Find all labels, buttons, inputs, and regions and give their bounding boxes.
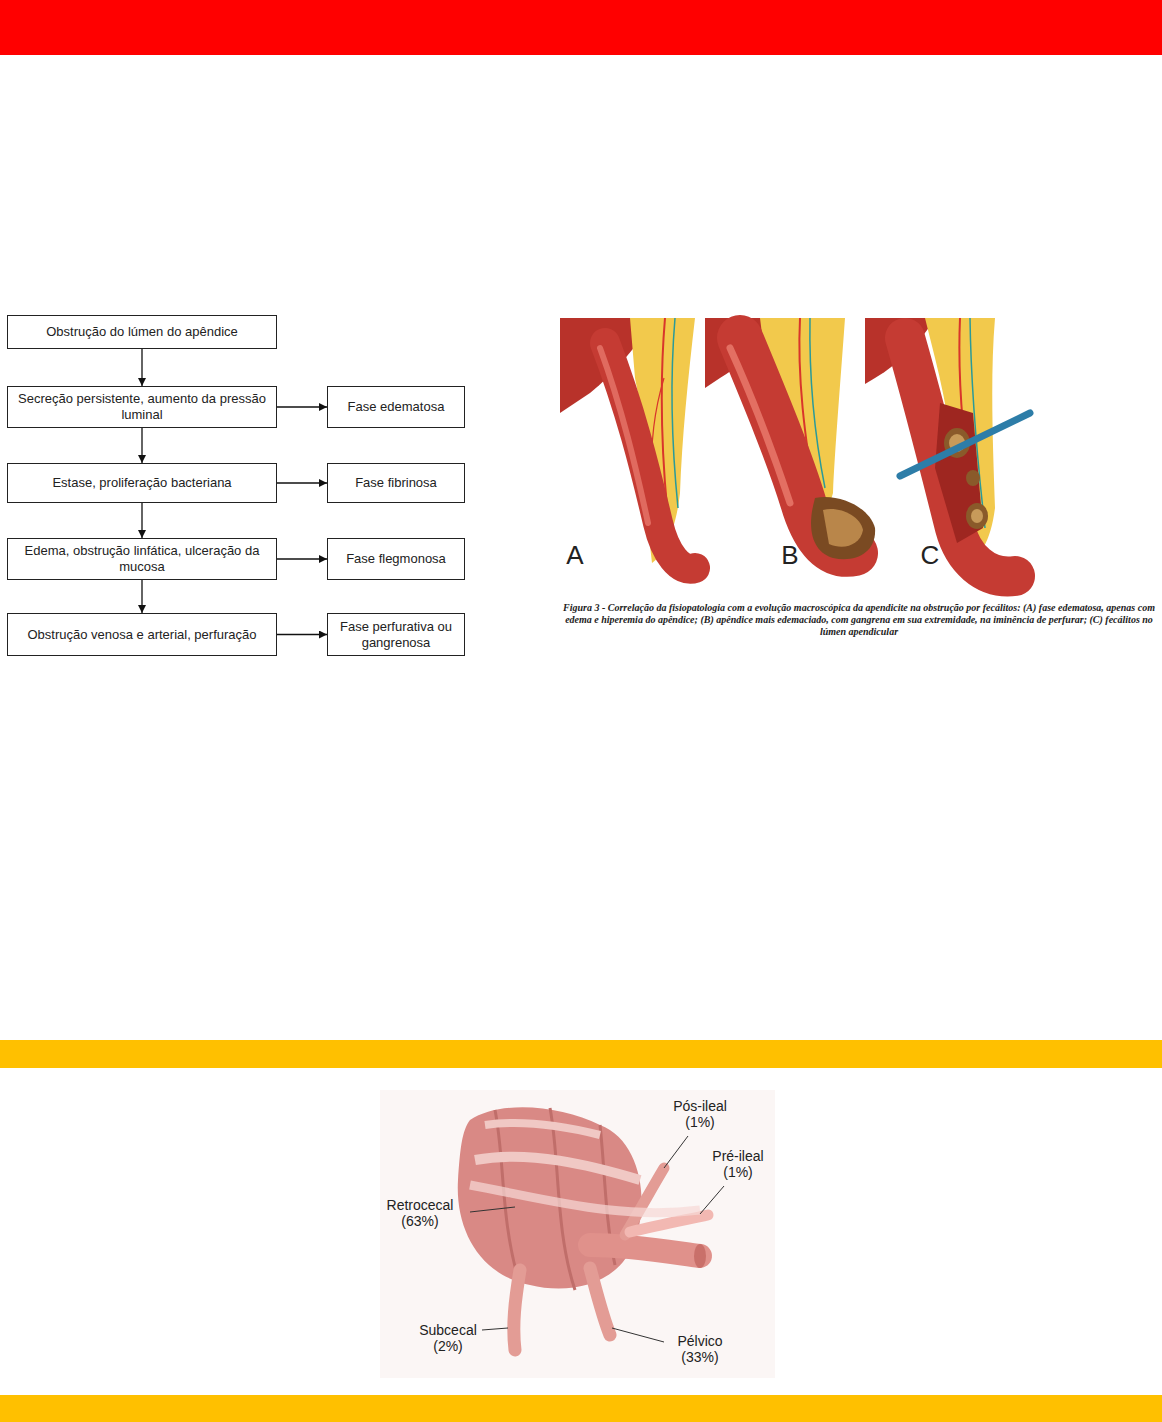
process-box: Obstrução venosa e arterial, perfuração [7,613,277,656]
appendix-a-part [600,348,648,523]
appendix-b-part [730,348,790,503]
box-label: Obstrução venosa e arterial, perfuração [27,627,256,643]
appendix-c-part [966,503,988,529]
flow-arrow [141,428,142,463]
panel-letter: B [770,540,810,570]
flow-arrow [277,558,327,559]
appendix-c-part [905,338,1015,576]
cecum-illustration-part [475,1157,640,1180]
appendix-a-part [672,318,678,508]
position-label: Retrocecal (63%) [376,1197,464,1229]
phase-box: Fase perfurativa ou gangrenosa [327,613,465,656]
flow-arrow [141,580,142,613]
appendix-c-part [971,509,983,523]
panel-letter: C [910,540,950,570]
cecum-illustration-part [630,1215,708,1232]
appendix-b-part [811,497,875,559]
band [0,1395,1162,1422]
appendix-a-part [605,343,695,569]
process-box: Obstrução do lúmen do apêndice [7,315,277,349]
top-bar [0,0,1162,55]
panel-letter: A [555,540,595,570]
leader-line-part [700,1186,724,1214]
cecum-illustration-part [590,1245,700,1256]
appendix-c [865,318,1030,576]
appendix-c-part [900,413,1030,476]
leader-line-part [664,1136,688,1168]
cecum-illustration-part [514,1270,520,1350]
box-label: Edema, obstrução linfática, ulceração da… [14,543,270,575]
box-label: Fase perfurativa ou gangrenosa [334,619,458,651]
figure-caption: Figura 3 - Correlação da fisiopatologia … [560,602,1158,638]
position-label: Subcecal (2%) [408,1322,488,1354]
cecum-illustration-part [590,1268,610,1335]
box-label: Estase, proliferação bacteriana [52,475,231,491]
box-label: Obstrução do lúmen do apêndice [46,324,238,340]
flow-arrow [141,349,142,386]
appendix-c-part [935,403,983,543]
process-box: Edema, obstrução linfática, ulceração da… [7,538,277,580]
band [0,1040,1162,1068]
phase-box: Fase fibrinosa [327,463,465,503]
flow-arrow [277,634,327,635]
cecum-illustration-part [485,1123,600,1135]
phase-box: Fase flegmonosa [327,538,465,580]
position-label: Pré-ileal (1%) [696,1148,780,1180]
box-label: Fase flegmonosa [346,551,446,567]
appendix-c-part [966,470,980,486]
leader-line-part [482,1328,508,1330]
flow-arrow [141,503,142,538]
leader-line-part [470,1207,515,1212]
box-label: Fase fibrinosa [355,475,437,491]
cecum-illustration-part [380,1090,775,1378]
position-label: Pélvico (33%) [662,1333,738,1365]
box-label: Fase edematosa [348,399,445,415]
process-box: Secreção persistente, aumento da pressão… [7,386,277,428]
position-label: Pós-ileal (1%) [658,1098,742,1130]
cecum-illustration [380,1090,775,1378]
appendix-b-part [823,509,863,547]
leader-line [470,1136,724,1342]
phase-box: Fase edematosa [327,386,465,428]
flow-arrow [277,482,327,483]
cecum-illustration-part [694,1244,706,1268]
process-box: Estase, proliferação bacteriana [7,463,277,503]
appendix-a [560,318,695,569]
appendix-b [705,318,875,559]
flow-arrow [277,406,327,407]
leader-line-part [612,1328,664,1342]
cecum-illustration-part [470,1185,700,1213]
box-label: Secreção persistente, aumento da pressão… [14,391,270,423]
